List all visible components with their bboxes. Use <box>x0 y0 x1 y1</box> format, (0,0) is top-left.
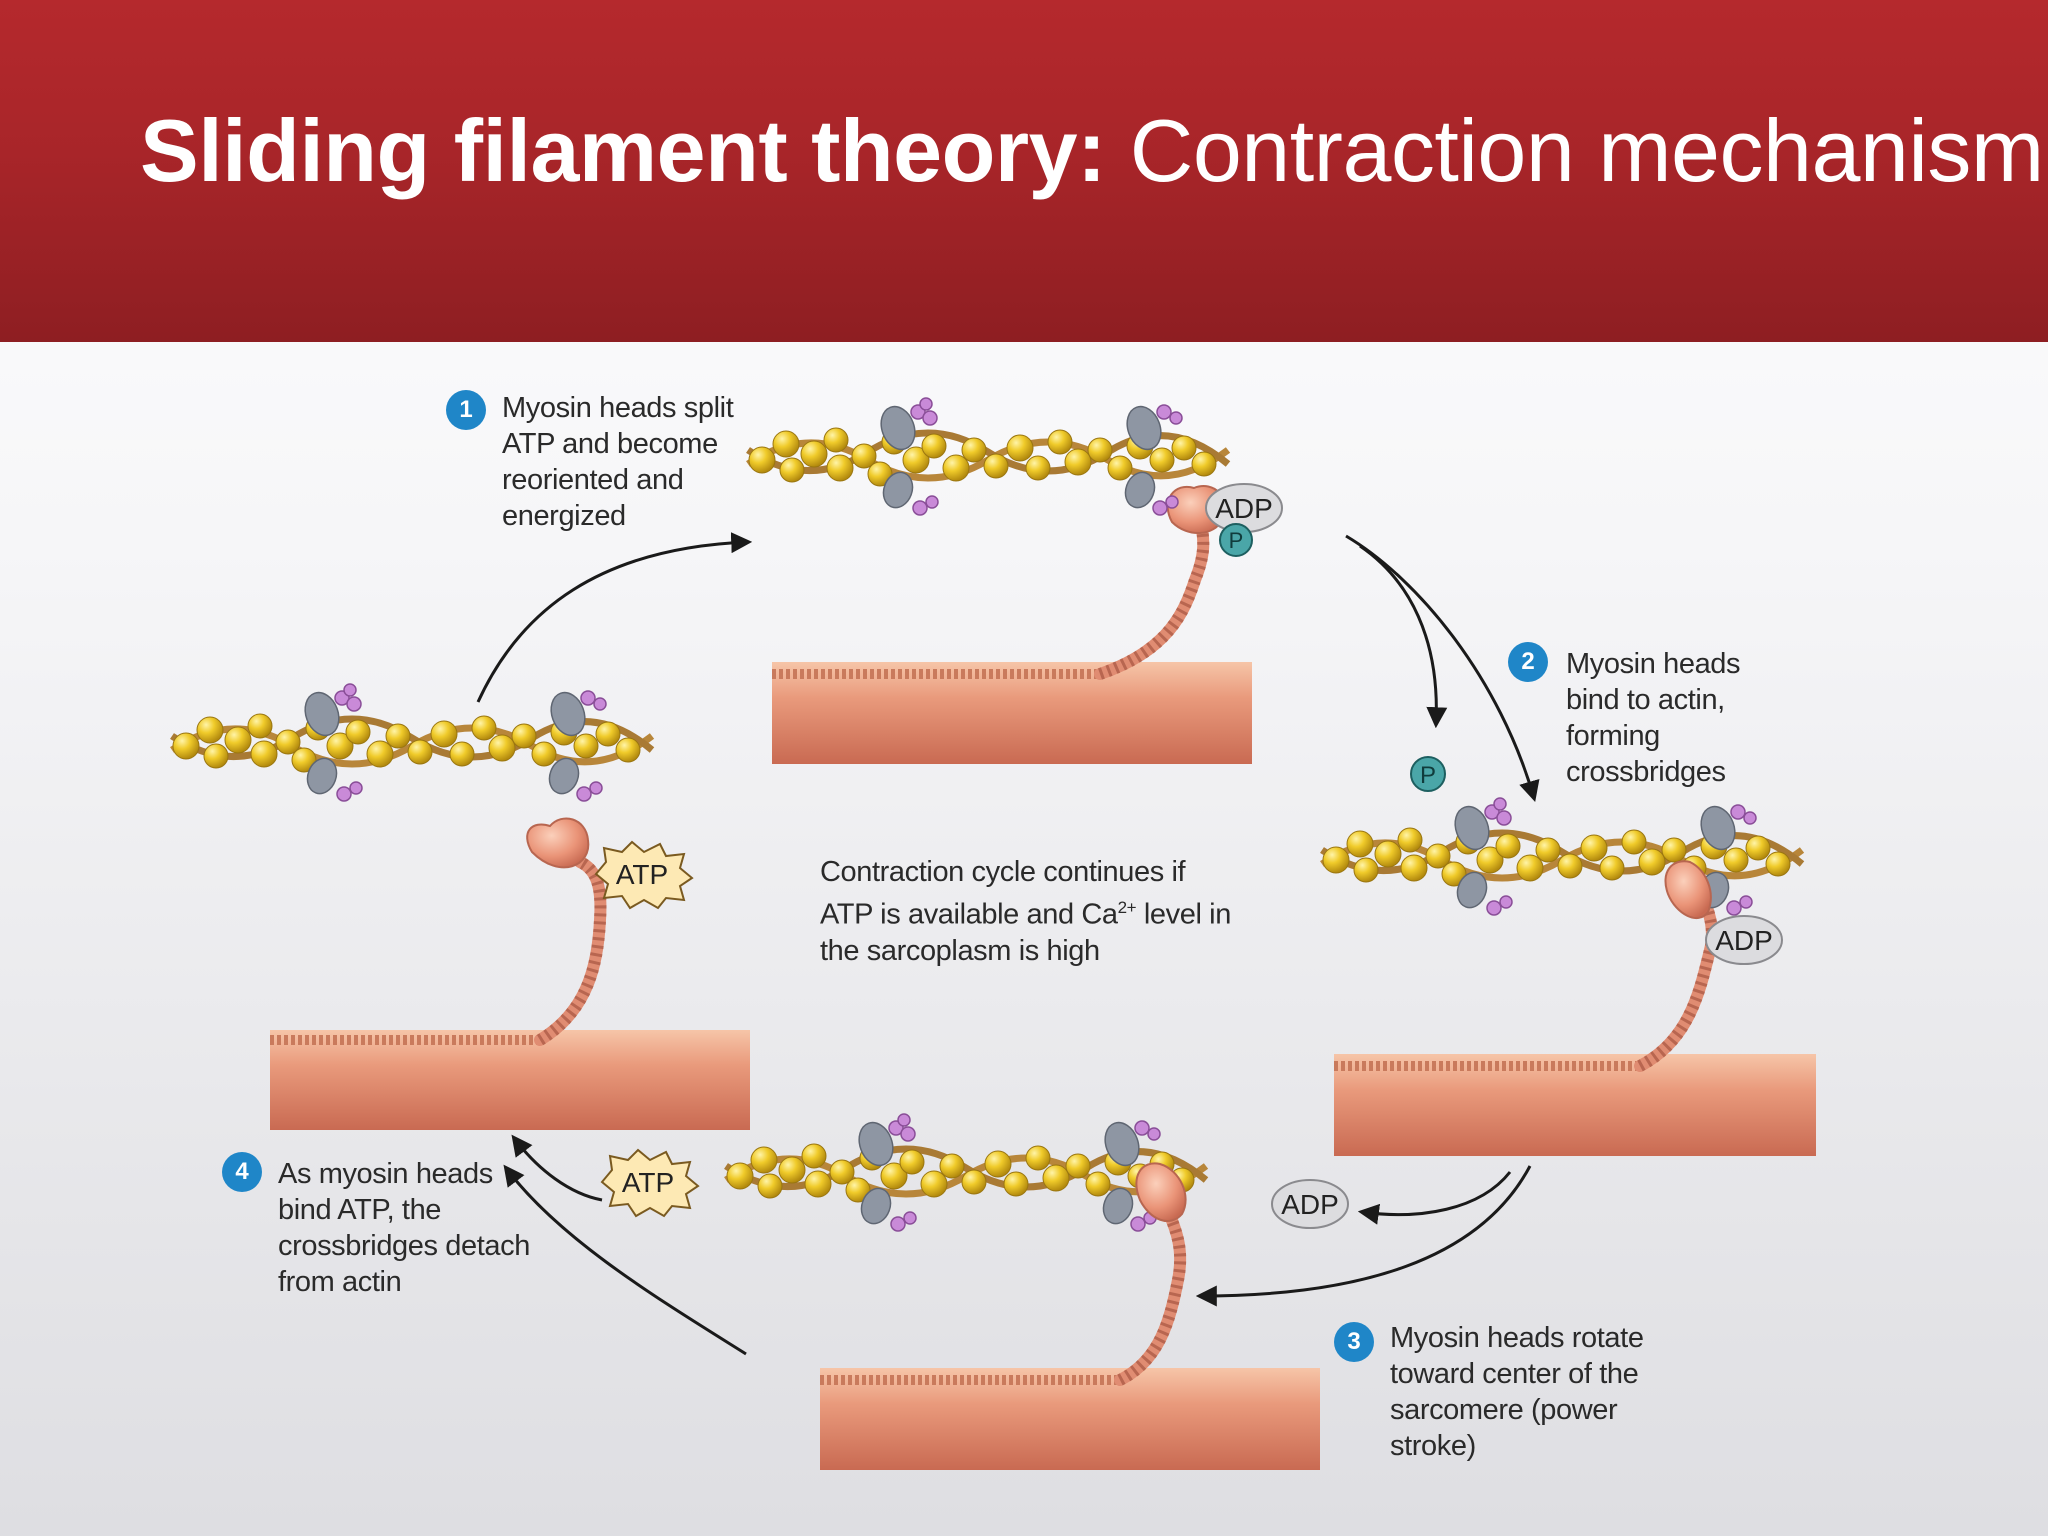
thick-filament <box>820 1368 1320 1470</box>
cycle-arrows <box>476 532 1540 1356</box>
atp-text: ATP <box>622 1167 674 1198</box>
step-1-badge: 1 <box>446 390 486 430</box>
arrow-atp-to-4 <box>511 1134 603 1202</box>
note-line-2-start: ATP is available and Ca <box>820 898 1118 931</box>
adp-released: ADP <box>1271 1179 1349 1229</box>
myosin-head <box>526 817 590 869</box>
adp-text: ADP <box>1215 493 1273 524</box>
note-line-2-end: level in <box>1136 898 1231 931</box>
step-3-badge: 3 <box>1334 1322 1374 1362</box>
title-banner: Sliding filament theory: Contraction mec… <box>0 0 2048 342</box>
arrow-2-to-3 <box>1195 1165 1532 1307</box>
actin-filament <box>748 398 1228 515</box>
actin-filament <box>1322 798 1802 915</box>
arrow-1-to-p <box>1359 544 1448 729</box>
p-label-panel-1: P <box>1219 523 1253 557</box>
arrow-1-to-2 <box>1345 534 1540 803</box>
panel-3 <box>726 1114 1320 1470</box>
step-4-badge: 4 <box>222 1152 262 1192</box>
atp-text: ATP <box>616 859 668 890</box>
myosin-head <box>1664 860 1712 919</box>
panel-2 <box>1322 798 1816 1156</box>
step-2-caption: Myosin heads bind to actin, forming cros… <box>1566 648 1741 788</box>
arrow-2-to-adp <box>1357 1171 1512 1225</box>
actin-filament <box>172 684 652 801</box>
calcium-charge: 2+ <box>1117 898 1137 917</box>
title-rest: Contraction mechanism <box>1105 101 2044 200</box>
step-4-caption: As myosin heads bind ATP, the crossbridg… <box>278 1158 530 1298</box>
note-line-1: Contraction cycle continues if <box>820 856 1186 888</box>
adp-text: ADP <box>1281 1189 1339 1220</box>
arrow-4-to-1 <box>476 532 753 703</box>
note-line-3: the sarcoplasm is high <box>820 934 1100 967</box>
step-1-caption: Myosin heads split ATP and become reorie… <box>502 392 734 532</box>
adp-text: ADP <box>1715 925 1773 956</box>
p-released: P <box>1410 756 1446 792</box>
panel-1 <box>748 398 1252 764</box>
note-line-2: ATP is available and Ca2+ level in <box>820 890 1231 933</box>
atp-incoming: ATP <box>601 1149 699 1217</box>
p-text: P <box>1229 528 1244 553</box>
adp-label-panel-2: ADP <box>1705 915 1783 965</box>
title-bold: Sliding filament theory: <box>140 101 1106 200</box>
adp-label-panel-1: ADP <box>1205 483 1283 533</box>
page-title: Sliding filament theory: Contraction mec… <box>140 100 2044 202</box>
thick-filament <box>270 1030 750 1130</box>
myosin-head <box>1135 1162 1187 1222</box>
panel-4 <box>172 684 750 1130</box>
p-text: P <box>1420 762 1436 789</box>
cycle-condition-note: Contraction cycle continues if ATP is av… <box>820 854 1231 969</box>
step-2-badge: 2 <box>1508 642 1548 682</box>
arrow-3-to-4 <box>503 1164 747 1356</box>
actin-filament <box>726 1114 1206 1231</box>
crossbridge-cycle-diagram: ADP P P ADP ADP ATP ATP <box>0 342 1816 1470</box>
atp-label-panel-4: ATP <box>595 841 693 909</box>
step-3-caption: Myosin heads rotate toward center of the… <box>1390 1322 1644 1462</box>
